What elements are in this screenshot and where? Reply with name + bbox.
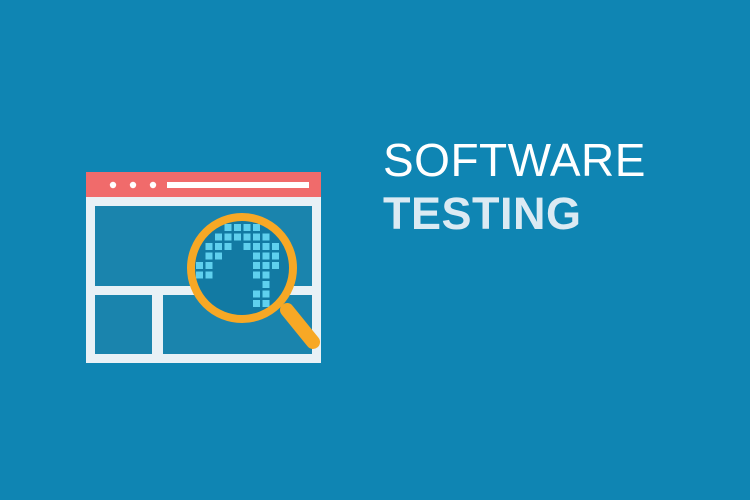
lens-pixel xyxy=(253,262,260,269)
lens-pixel xyxy=(262,262,270,269)
lens-pixel xyxy=(262,281,270,288)
window-dot-icon xyxy=(129,181,137,189)
lens-pixel xyxy=(272,262,279,269)
lens-pixel xyxy=(243,243,251,250)
lens-pixel xyxy=(262,243,270,250)
lens-pixel xyxy=(253,224,260,231)
lens-pixel xyxy=(262,290,270,298)
window-panel-left xyxy=(95,295,152,354)
headline-line-2: TESTING xyxy=(383,188,582,239)
lens-pixel xyxy=(234,224,241,231)
lens-pixel xyxy=(243,233,251,241)
lens-pixel xyxy=(262,252,270,260)
lens-pixel xyxy=(205,262,213,269)
lens-pixel xyxy=(272,243,279,250)
lens-pixel xyxy=(215,252,222,260)
magnifier-handle xyxy=(280,303,320,349)
lens-pixel xyxy=(253,300,260,307)
lens-pixel xyxy=(253,252,260,260)
window-address-bar xyxy=(167,182,309,188)
lens-pixel xyxy=(224,224,232,231)
lens-pixel xyxy=(215,243,222,250)
lens-pixel xyxy=(262,233,270,241)
window-dot-icon xyxy=(109,181,117,189)
lens-pixel xyxy=(234,233,241,241)
magnifying-glass-icon xyxy=(187,213,320,349)
lens-pixel xyxy=(224,233,232,241)
lens-pixel xyxy=(196,262,203,269)
lens-pixel xyxy=(253,233,260,241)
magnifier-ring xyxy=(187,213,297,323)
lens-pixel-grid xyxy=(196,224,279,307)
lens-pixel xyxy=(205,271,213,279)
lens-pixel xyxy=(253,271,260,279)
lens-pixel xyxy=(205,252,213,260)
lens-pixel xyxy=(253,243,260,250)
lens-pixel xyxy=(243,224,251,231)
headline: SOFTWARE TESTING xyxy=(383,137,723,236)
lens-pixel xyxy=(224,243,232,250)
lens-pixel xyxy=(253,290,260,298)
headline-line-1: SOFTWARE xyxy=(383,134,646,186)
lens-pixel xyxy=(262,300,270,307)
lens-pixel xyxy=(262,271,270,279)
lens-pixel xyxy=(196,271,203,279)
lens-pixel xyxy=(205,243,213,250)
lens-pixel xyxy=(272,252,279,260)
window-dot-icon xyxy=(149,181,157,189)
lens-pixel xyxy=(215,233,222,241)
